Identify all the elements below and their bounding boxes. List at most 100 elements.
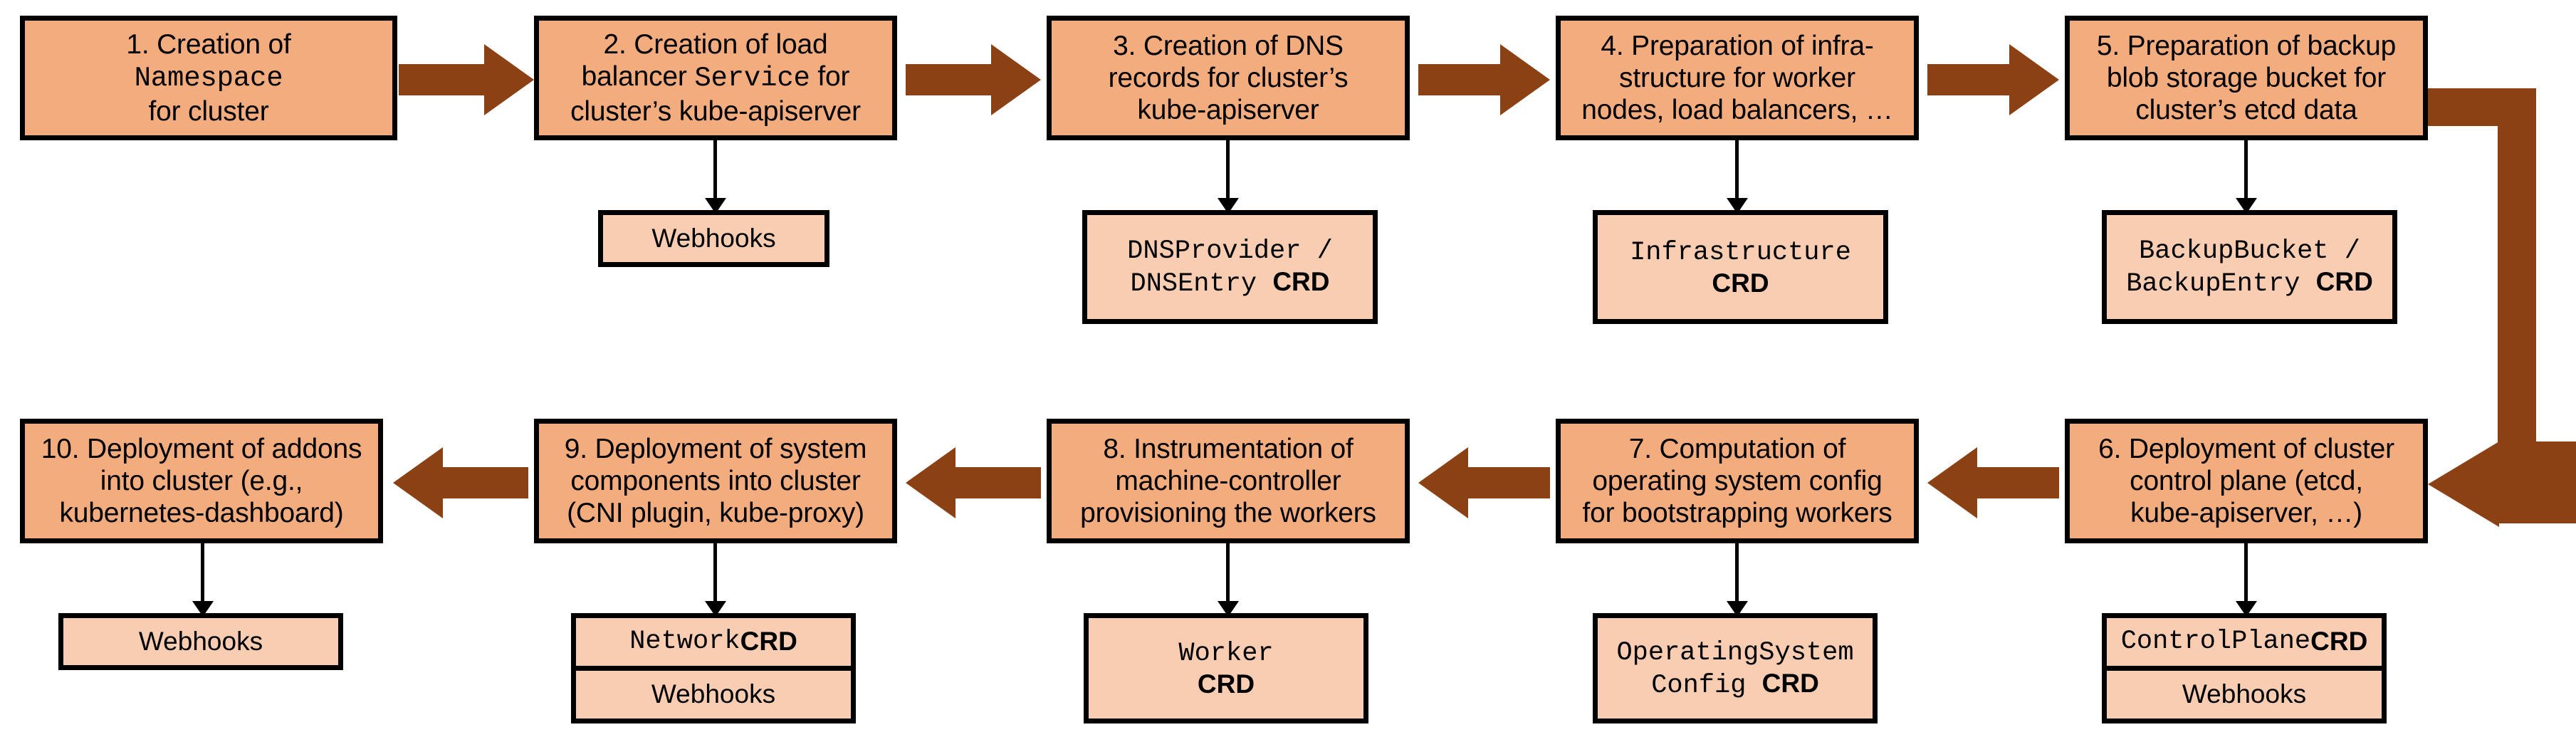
resource-cell-network-crd: Network CRD (576, 618, 851, 666)
connector-arrowhead-step-9 (705, 601, 726, 617)
dns-crd-kind-label: CRD (1272, 267, 1330, 296)
infrastructure-crd-kind-label: CRD (1712, 268, 1769, 298)
step-box-9[interactable]: 9. Deployment of system components into … (534, 419, 897, 543)
network-crd-kind-label: CRD (740, 627, 797, 657)
step-3-line-2: records for cluster’s (1108, 62, 1349, 93)
step-box-3[interactable]: 3. Creation of DNS records for cluster’s… (1047, 16, 1410, 140)
step-9-line-1: 9. Deployment of system (564, 433, 867, 464)
resource-cell-webhooks: Webhooks (576, 666, 851, 719)
step-box-10[interactable]: 10. Deployment of addons into cluster (e… (20, 419, 383, 543)
backup-crd-line-1: BackupBucket / (2139, 236, 2360, 267)
step-5-line-3: cluster’s etcd data (2135, 95, 2357, 126)
dns-crd-line-2: DNSEntry (1130, 269, 1273, 299)
connector-arrowhead-step-4 (1727, 198, 1748, 214)
step-8-line-2: machine-controller (1115, 465, 1341, 496)
connector-arrowhead-step-2 (705, 198, 726, 214)
step-10-line-3: kubernetes-dashboard) (59, 498, 344, 529)
step-box-2[interactable]: 2. Creation of load balancer Service for… (534, 16, 897, 140)
resource-box-webhooks-2[interactable]: Webhooks (598, 210, 829, 267)
step-2-line-1: 2. Creation of load (603, 29, 828, 61)
step-box-6[interactable]: 6. Deployment of cluster control plane (… (2065, 419, 2428, 543)
resource-box-dns-crd[interactable]: DNSProvider / DNSEntry CRD (1082, 210, 1378, 324)
connector-arrowhead-step-10 (192, 601, 214, 617)
step-box-7[interactable]: 7. Computation of operating system confi… (1556, 419, 1919, 543)
flow-arrow-3-to-4 (1418, 44, 1550, 115)
resource-box-network-crd[interactable]: Network CRD Webhooks (571, 613, 856, 723)
osc-crd-kind-label: CRD (1761, 668, 1819, 698)
flow-arrow-9-to-10 (393, 447, 528, 518)
connector-step-6 (2244, 543, 2248, 610)
step-box-1[interactable]: 1. Creation of Namespace for cluster (20, 16, 397, 140)
osc-crd-line-1: OperatingSystem (1616, 637, 1854, 668)
step-9-line-3: (CNI plugin, kube-proxy) (567, 498, 864, 529)
flow-arrow-8-to-9 (906, 447, 1041, 518)
resource-cell-webhooks: Webhooks (651, 223, 776, 253)
osc-crd-line-2: Config (1651, 670, 1762, 701)
worker-crd-name: Worker (1178, 639, 1274, 669)
step-4-line-1: 4. Preparation of infra- (1601, 30, 1874, 61)
flow-arrow-4-to-5 (1927, 44, 2059, 115)
resource-cell-dns-crd: DNSProvider / DNSEntry CRD (1087, 215, 1373, 319)
backup-crd-line-2: BackupEntry (2126, 269, 2316, 299)
step-2-line-3: cluster’s kube-apiserver (570, 95, 861, 127)
worker-crd-kind-label: CRD (1197, 669, 1255, 699)
connector-step-10 (201, 543, 204, 610)
backup-crd-kind-label: CRD (2315, 267, 2373, 296)
resource-cell-controlplane-crd: ControlPlane CRD (2107, 618, 2382, 666)
connector-arrowhead-step-6 (2236, 601, 2257, 617)
resource-cell-osc-crd: OperatingSystem Config CRD (1598, 618, 1873, 719)
resource-box-infrastructure-crd[interactable]: Infrastructure CRD (1593, 210, 1888, 324)
resource-box-backup-crd[interactable]: BackupBucket / BackupEntry CRD (2102, 210, 2397, 324)
resource-cell-backup-crd: BackupBucket / BackupEntry CRD (2107, 215, 2392, 319)
step-box-5[interactable]: 5. Preparation of backup blob storage bu… (2065, 16, 2428, 140)
connector-step-2 (713, 140, 717, 207)
step-5-line-2: blob storage bucket for (2106, 62, 2387, 93)
step-1-line-2: Namespace (134, 63, 283, 95)
connector-arrowhead-step-7 (1727, 601, 1748, 617)
step-4-line-2: structure for worker (1619, 62, 1855, 93)
step-10-line-1: 10. Deployment of addons (41, 433, 362, 464)
flow-arrow-5-to-6 (2428, 44, 2576, 486)
step-7-line-1: 7. Computation of (1628, 433, 1846, 464)
connector-step-9 (713, 543, 717, 610)
step-box-4[interactable]: 4. Preparation of infra- structure for w… (1556, 16, 1919, 140)
step-6-line-1: 6. Deployment of cluster (2098, 433, 2394, 464)
infrastructure-crd-name: Infrastructure (1630, 237, 1851, 268)
controlplane-crd-kind-label: CRD (2310, 627, 2368, 657)
resource-box-webhooks-10[interactable]: Webhooks (58, 613, 343, 670)
step-6-line-3: kube-apiserver, …) (2130, 498, 2362, 529)
step-3-line-1: 3. Creation of DNS (1113, 30, 1344, 61)
step-3-line-3: kube-apiserver (1137, 95, 1319, 126)
step-7-line-3: for bootstrapping workers (1582, 498, 1892, 529)
flow-arrow-7-to-8 (1418, 447, 1550, 518)
flow-arrow-2-to-3 (906, 44, 1041, 115)
connector-step-7 (1735, 543, 1739, 610)
step-7-line-2: operating system config (1592, 465, 1883, 496)
flow-arrow-6-to-7 (1927, 447, 2059, 518)
network-crd-name: Network (629, 627, 740, 657)
resource-box-osc-crd[interactable]: OperatingSystem Config CRD (1593, 613, 1878, 723)
step-4-line-3: nodes, load balancers, … (1581, 95, 1893, 126)
connector-step-4 (1735, 140, 1739, 207)
step-5-line-1: 5. Preparation of backup (2096, 30, 2397, 61)
resource-cell-worker-crd: Worker CRD (1089, 618, 1363, 719)
step-8-line-3: provisioning the workers (1080, 498, 1376, 529)
connector-arrowhead-step-3 (1218, 198, 1239, 214)
step-2-line-2: balancer Service for (581, 61, 850, 95)
resource-cell-infrastructure-crd: Infrastructure CRD (1598, 215, 1883, 319)
connector-step-8 (1226, 543, 1230, 610)
flow-arrow-1-to-2 (399, 44, 534, 115)
resource-cell-webhooks: Webhooks (138, 626, 263, 656)
step-10-line-2: into cluster (e.g., (100, 465, 303, 496)
resource-cell-webhooks: Webhooks (2107, 666, 2382, 719)
step-box-8[interactable]: 8. Instrumentation of machine-controller… (1047, 419, 1410, 543)
connector-arrowhead-step-5 (2236, 198, 2257, 214)
connector-step-3 (1226, 140, 1230, 207)
step-6-line-2: control plane (etcd, (2130, 465, 2363, 496)
step-9-line-2: components into cluster (570, 465, 861, 496)
dns-crd-line-1: DNSProvider / (1127, 236, 1333, 267)
connector-arrowhead-step-8 (1218, 601, 1239, 617)
resource-box-controlplane-crd[interactable]: ControlPlane CRD Webhooks (2102, 613, 2387, 723)
resource-box-worker-crd[interactable]: Worker CRD (1084, 613, 1368, 723)
